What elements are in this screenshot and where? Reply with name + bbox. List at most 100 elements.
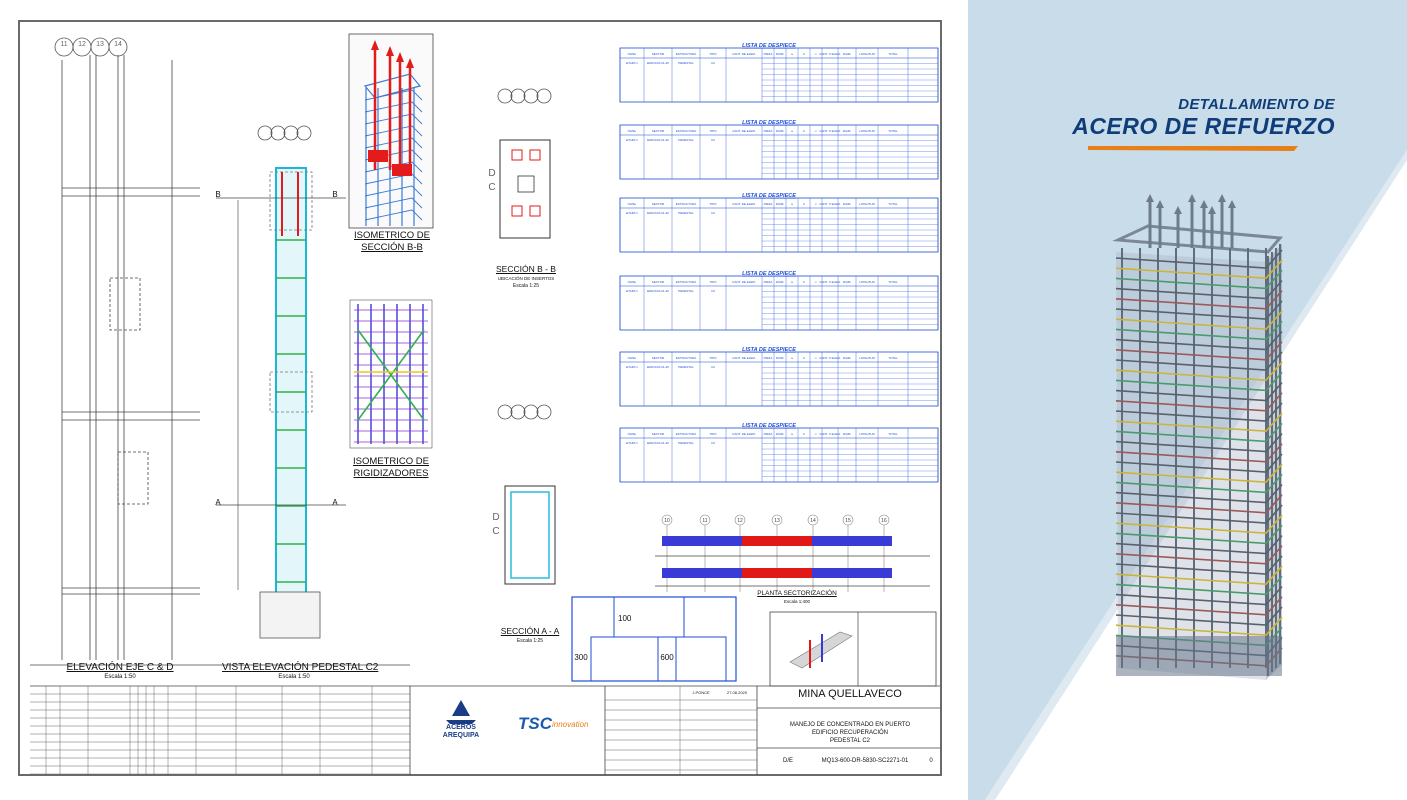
dim-600: 600 <box>660 653 674 662</box>
cage-tie <box>1115 371 1283 392</box>
sec-bb-sub: UBICACIÓN DE INSERTOS <box>497 276 555 281</box>
schedule-title: LISTA DE DESPIECE <box>742 120 796 126</box>
schedule-header: CANT. DE ELEM. <box>732 280 756 284</box>
schedule-header: PIEZA <box>764 202 773 206</box>
cage-tie <box>1115 310 1283 331</box>
cage-tie <box>1115 392 1283 412</box>
planta-axis-bubble <box>734 514 746 526</box>
logo-tsc-sub: innovation <box>552 720 589 729</box>
schedule-header: NIVEL <box>628 202 637 206</box>
schedule-header: b <box>803 280 805 284</box>
iso-bb-plate <box>392 164 412 176</box>
planta-axis-bubble <box>699 514 711 526</box>
schedule-header: PIEZA <box>764 432 773 436</box>
tb-project: MINA QUELLAVECO <box>798 688 902 700</box>
planta-axis-bubble <box>878 514 890 526</box>
schedule-cell: C2 <box>711 211 715 215</box>
schedule-title: LISTA DE DESPIECE <box>742 193 796 199</box>
sec-aa-title: SECCIÓN A - A <box>500 626 560 636</box>
title-line-2: ACERO DE REFUERZO <box>1072 113 1335 139</box>
planta-axis-label: 12 <box>737 518 743 524</box>
schedule-header: a <box>791 202 793 206</box>
pedestal-title: VISTA ELEVACIÓN PEDESTAL C2 <box>222 662 379 673</box>
schedule-title: LISTA DE DESPIECE <box>742 423 796 429</box>
planta-axis-bubble <box>661 514 673 526</box>
schedule-header: CANT. DE ELEM. <box>732 52 756 56</box>
schedule-header: CANT. X ELEM. <box>819 280 841 284</box>
cut-a-right: A <box>332 498 338 507</box>
cage-tie <box>1115 494 1283 514</box>
logo-aceros-2: AREQUIPA <box>442 732 480 739</box>
tb-date: 27.08.2020 <box>726 690 748 695</box>
schedule-header: DIÁM. <box>776 356 785 360</box>
cage-tie <box>1115 320 1283 341</box>
iso-bb-ring <box>363 73 422 99</box>
iso-rig-brace <box>357 329 425 421</box>
cage-tie <box>1115 514 1283 535</box>
logo-tsc: TSC <box>518 714 552 733</box>
schedule-header: TIPO <box>709 129 717 133</box>
cage-tie <box>1115 575 1283 596</box>
schedule-header: b <box>803 356 805 360</box>
schedule-header: DIAM. <box>843 432 852 436</box>
schedule-header: SECTOR <box>652 202 665 206</box>
schedule-header: NIVEL <box>628 280 637 284</box>
schedule-header: TOTAL <box>888 52 898 56</box>
schedule-cell: ETAPA 1 <box>626 138 638 142</box>
schedule-header: DIAM. <box>843 280 852 284</box>
schedule-cell: C2 <box>711 138 715 142</box>
schedule-header: DIAM. <box>843 202 852 206</box>
schedule-header: c <box>815 202 817 206</box>
schedule-title: LISTA DE DESPIECE <box>742 43 796 49</box>
schedule-header: PIEZA <box>764 52 773 56</box>
schedule-header: c <box>815 129 817 133</box>
cage-tie <box>1115 422 1283 443</box>
cage-tie <box>1115 616 1283 637</box>
insert-bolt-head <box>1174 206 1182 214</box>
tb-desc-1: MANEJO DE CONCENTRADO EN PUERTO <box>789 722 911 728</box>
insert-bolt-head <box>1228 200 1236 208</box>
schedule-header: b <box>803 52 805 56</box>
cage-tie <box>1115 545 1283 565</box>
schedule-header: PIEZA <box>764 280 773 284</box>
cage-tie <box>1115 453 1283 473</box>
tb-desc-3: PEDESTAL C2 <box>829 738 870 744</box>
planta-scale: Escala 1:400 <box>783 599 811 604</box>
sec-bb-title: SECCIÓN B - B <box>496 264 556 274</box>
schedule-header: TOTAL <box>888 202 898 206</box>
cage-tie <box>1115 382 1283 402</box>
schedule-cell: PEDESTAL <box>678 138 694 142</box>
schedule-header: TIPO <box>709 432 717 436</box>
schedule-title: LISTA DE DESPIECE <box>742 347 796 353</box>
elev-cd-title: ELEVACIÓN EJE C & D <box>66 662 174 673</box>
cage-tie <box>1115 412 1283 433</box>
schedule-cell: ETAPA 1 <box>626 365 638 369</box>
schedule-header: ESTRUCTURA <box>676 129 697 133</box>
cage-tie <box>1115 300 1283 320</box>
row-d-aa: D <box>492 512 500 523</box>
schedule-header: NIVEL <box>628 356 637 360</box>
tb-size: D/E <box>782 758 793 764</box>
axis-13: 13 <box>96 41 104 48</box>
iso-bb-insert-head <box>371 40 379 50</box>
axis-12: 12 <box>78 41 86 48</box>
planta-axis-label: 15 <box>845 518 851 524</box>
cage-tie <box>1115 402 1283 422</box>
planta-axis-label: 16 <box>881 518 887 524</box>
schedule-header: ESTRUCTURA <box>676 52 697 56</box>
schedule-header: c <box>815 52 817 56</box>
schedule-header: PIEZA <box>764 356 773 360</box>
schedule-header: CANT. X ELEM. <box>819 52 841 56</box>
cut-a-left: A <box>215 498 221 507</box>
schedule-header: DIÁM. <box>776 129 785 133</box>
cut-b-left: B <box>215 190 221 199</box>
schedule-header: SECTOR <box>652 129 665 133</box>
schedule-header: LONGITUD <box>859 129 875 133</box>
schedule-cell: EDIFICIO-01-40 <box>647 211 669 215</box>
insert-bolt-head <box>1146 194 1154 202</box>
schedule-header: TIPO <box>709 202 717 206</box>
